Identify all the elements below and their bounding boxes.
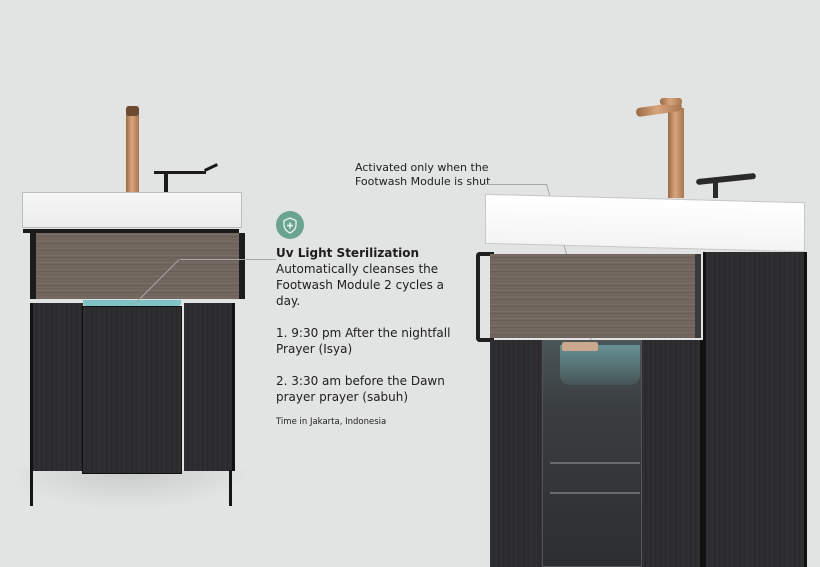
faucet-cap xyxy=(126,106,139,116)
front-view-cabinet xyxy=(0,0,260,567)
faucet-spout xyxy=(668,108,684,198)
cabinet-left-panel xyxy=(30,303,83,471)
cabinet-front-left xyxy=(490,340,542,567)
basin xyxy=(485,193,805,253)
towel-bar xyxy=(476,252,494,342)
soap-dispenser-stem xyxy=(713,180,718,198)
cabinet-side-panel xyxy=(703,252,807,567)
activation-callout: Activated only when the Footwash Module … xyxy=(355,161,490,189)
soap-dispenser-tip xyxy=(204,163,218,172)
uv-light-strip xyxy=(83,300,181,306)
cycle-1-line-1: 1. 9:30 pm After the nightfall xyxy=(276,326,451,340)
activation-line-1: Activated only when the xyxy=(355,161,489,174)
faucet-spout xyxy=(126,106,139,192)
soap-dispenser xyxy=(695,172,757,186)
cabinet-leg-right xyxy=(229,470,232,506)
cycle-1-line-2: Prayer (Isya) xyxy=(276,342,353,356)
footwash-handle xyxy=(562,342,598,351)
cabinet-right-panel xyxy=(184,303,235,471)
cabinet-leg-left xyxy=(30,470,33,506)
timezone-note: Time in Jakarta, Indonesia xyxy=(276,417,387,427)
cabinet-frame-top xyxy=(23,229,239,233)
wood-drawer-panel xyxy=(30,233,245,299)
uv-light-glow xyxy=(560,345,640,385)
floor-shadow xyxy=(8,470,254,510)
footwash-shelf-1 xyxy=(550,462,640,464)
callout-description-2: Footwash Module 2 cycles a day. xyxy=(276,278,445,308)
shield-plus-icon xyxy=(276,211,304,239)
callout-description-1: Automatically cleanses the xyxy=(276,262,439,276)
footwash-shelf-2 xyxy=(550,492,640,494)
faucet-lever xyxy=(660,98,682,105)
uv-sterilization-callout: Uv Light Sterilization Automatically cle… xyxy=(276,211,466,430)
soap-dispenser-arm xyxy=(154,171,206,174)
cycle-2-line-2: prayer prayer (sabuh) xyxy=(276,390,409,404)
activation-leader xyxy=(484,184,547,185)
soap-dispenser-stem xyxy=(164,172,168,192)
cycle-2-line-1: 2. 3:30 am before the Dawn xyxy=(276,374,445,388)
uv-callout-leader xyxy=(180,259,276,260)
cabinet-front-right xyxy=(642,340,703,567)
wood-drawer-panel xyxy=(490,254,701,338)
perspective-view-cabinet xyxy=(470,0,820,567)
callout-title: Uv Light Sterilization xyxy=(276,246,420,260)
footwash-module-door xyxy=(82,306,182,474)
basin xyxy=(22,192,242,228)
activation-line-2: Footwash Module is shut xyxy=(355,175,491,188)
